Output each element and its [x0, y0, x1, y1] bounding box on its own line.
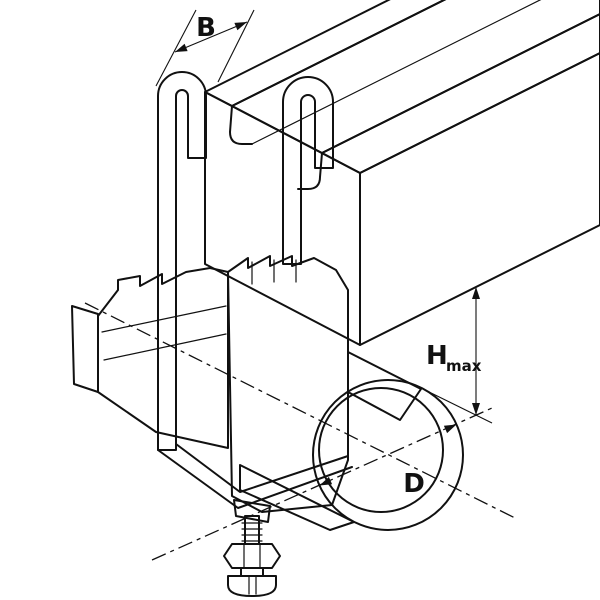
dim-d-arrowhead-lower: [319, 476, 333, 486]
dimension-b: B: [155, 9, 255, 87]
channel-lip-far: [297, 152, 323, 190]
channel-lip-near: [229, 105, 253, 145]
bolt-hex-nut: [223, 543, 281, 569]
dim-b-label: B: [196, 13, 216, 43]
bolt-slotted-head: [227, 575, 277, 597]
dim-b-extension-left: [155, 9, 197, 87]
dim-b-arrowhead-left: [175, 43, 188, 52]
dim-h-label: H: [426, 341, 448, 371]
clamp-blocks: [71, 255, 349, 513]
dim-h-label-subscript: max: [446, 357, 482, 375]
cable-end-face: [312, 379, 464, 531]
cable-axis-centerline: [84, 302, 516, 519]
dim-b-arrowhead-right: [234, 22, 247, 31]
dimension-h-max: H max: [420, 287, 493, 424]
cable-bottom-surface: [239, 464, 355, 531]
dim-b-line: [174, 21, 248, 53]
clamp-bolt: [223, 515, 281, 597]
clamp-block-rear-rib: [101, 305, 227, 333]
bracket-front-strap: [157, 71, 207, 451]
clamp-block-rear: [97, 267, 229, 449]
dimension-d: D: [319, 424, 457, 499]
bolt-collar: [240, 567, 264, 577]
dim-d-label: D: [403, 469, 425, 499]
dim-b-extension-right: [217, 9, 255, 83]
stirrup-outer-edge: [157, 449, 353, 509]
clamp-block-rear-rib: [103, 333, 227, 361]
channel-far-band: [321, 13, 600, 174]
dim-h-arrowhead-bottom: [472, 403, 480, 415]
stirrup-inner-edge: [175, 443, 349, 493]
channel-end-face: [204, 91, 361, 346]
dim-h-arrowhead-top: [472, 287, 480, 299]
bracket-rear-hook: [282, 76, 334, 265]
channel-rail: [204, 0, 600, 346]
dim-d-arrowhead-upper: [443, 424, 457, 434]
channel-front-face: [359, 52, 600, 346]
cable-inner-circle: [318, 387, 444, 513]
dim-h-reference-line: [420, 387, 493, 424]
channel-slot-lip-line: [251, 0, 542, 145]
channel-slot: [231, 0, 600, 154]
stirrup-bracket: [157, 71, 353, 523]
cable-rear-end: [71, 305, 99, 393]
cable-outer-circle: [312, 379, 464, 531]
stirrup-saddle: [233, 499, 271, 523]
